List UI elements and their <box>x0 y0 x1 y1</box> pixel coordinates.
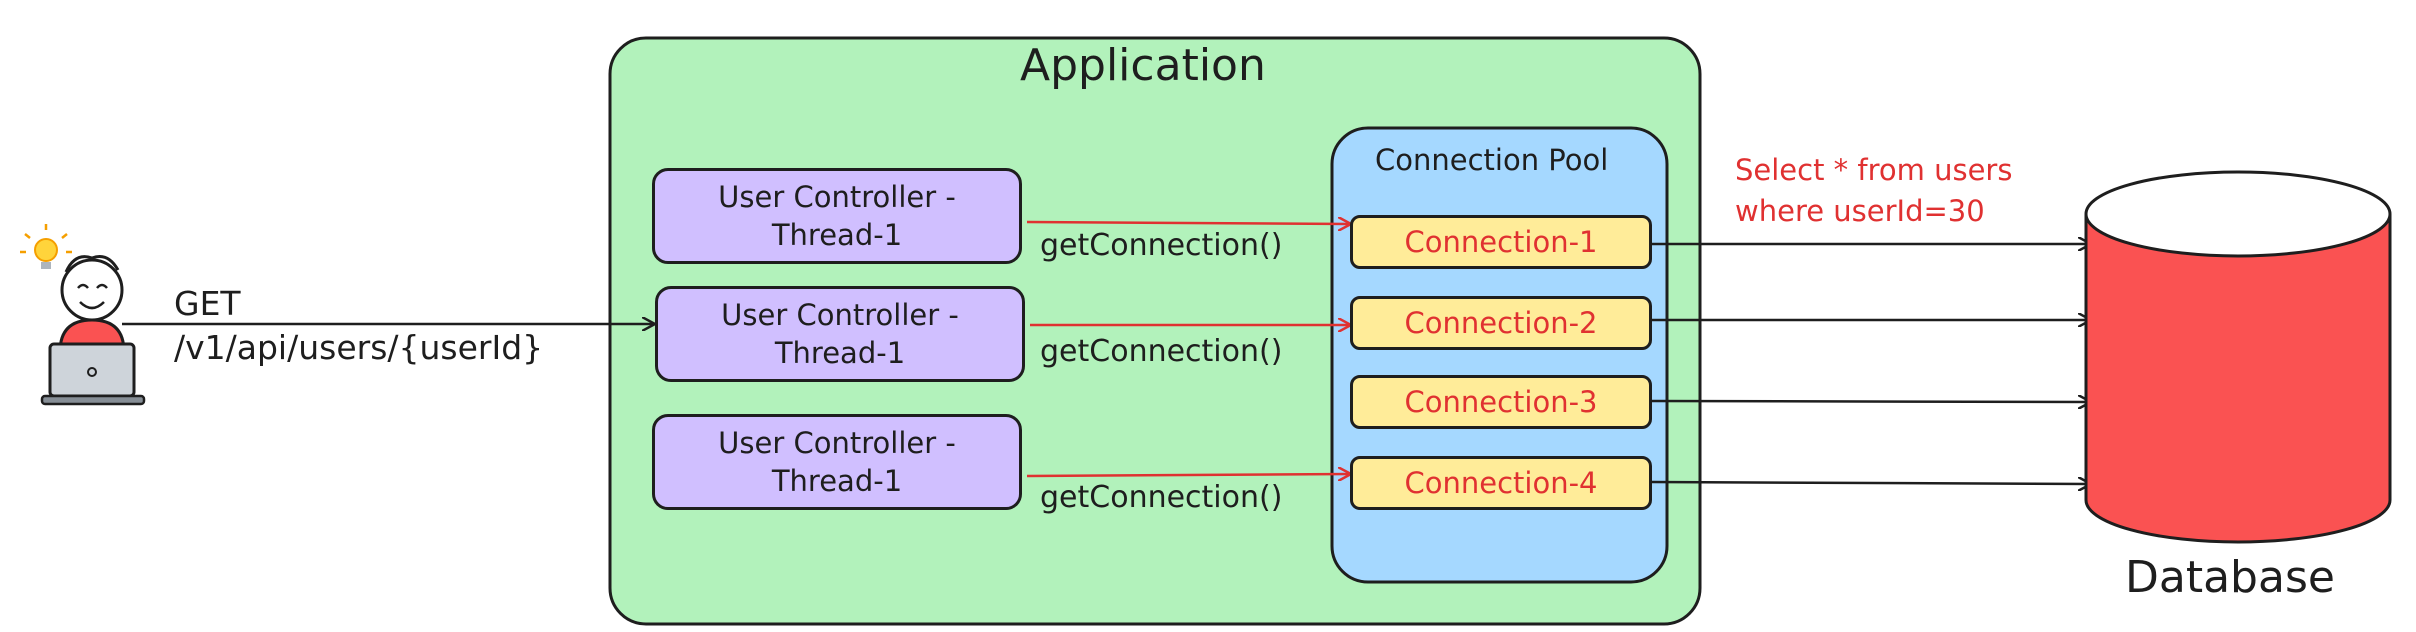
user-controller-box-1: User Controller - Thread-1 <box>652 168 1022 264</box>
database-label: Database <box>2125 552 2335 603</box>
controller-line1: User Controller - <box>718 426 956 460</box>
lightbulb-icon <box>20 224 72 269</box>
controller-line2: Thread-1 <box>774 336 906 370</box>
get-connection-label-2: getConnection() <box>1040 334 1283 369</box>
connection-pool-title: Connection Pool <box>1375 143 1609 177</box>
connection-box-3: Connection-3 <box>1350 375 1652 429</box>
controller-line2: Thread-1 <box>771 218 903 252</box>
controller-line2: Thread-1 <box>771 464 903 498</box>
request-path: /v1/api/users/{userId} <box>174 328 544 367</box>
request-method: GET <box>174 284 241 323</box>
controller-line1: User Controller - <box>721 298 959 332</box>
database-cylinder <box>2084 170 2392 544</box>
connection-label: Connection-4 <box>1404 466 1598 500</box>
controller-line1: User Controller - <box>718 180 956 214</box>
connection-pool-container <box>1330 126 1669 584</box>
user-icon <box>58 255 126 354</box>
connection-box-2: Connection-2 <box>1350 296 1652 350</box>
user-controller-box-2: User Controller - Thread-1 <box>655 286 1025 382</box>
connection-label: Connection-2 <box>1404 306 1598 340</box>
db-arrow-4 <box>1651 482 2090 484</box>
laptop-icon <box>40 342 146 406</box>
get-connection-label-3: getConnection() <box>1040 480 1283 515</box>
get-connection-arrow-3 <box>1026 474 1350 476</box>
user-controller-box-3: User Controller - Thread-1 <box>652 414 1022 510</box>
request-label: GET /v1/api/users/{userId} <box>174 282 543 370</box>
get-connection-arrow-1 <box>1026 222 1350 224</box>
get-connection-label-1: getConnection() <box>1040 228 1283 263</box>
application-title: Application <box>1020 40 1266 91</box>
connection-label: Connection-3 <box>1404 385 1598 419</box>
connection-box-1: Connection-1 <box>1350 215 1652 269</box>
connection-box-4: Connection-4 <box>1350 456 1652 510</box>
sql-query-label: Select * from users where userId=30 <box>1735 153 2013 228</box>
db-arrow-3 <box>1651 401 2090 402</box>
connection-label: Connection-1 <box>1404 225 1598 259</box>
